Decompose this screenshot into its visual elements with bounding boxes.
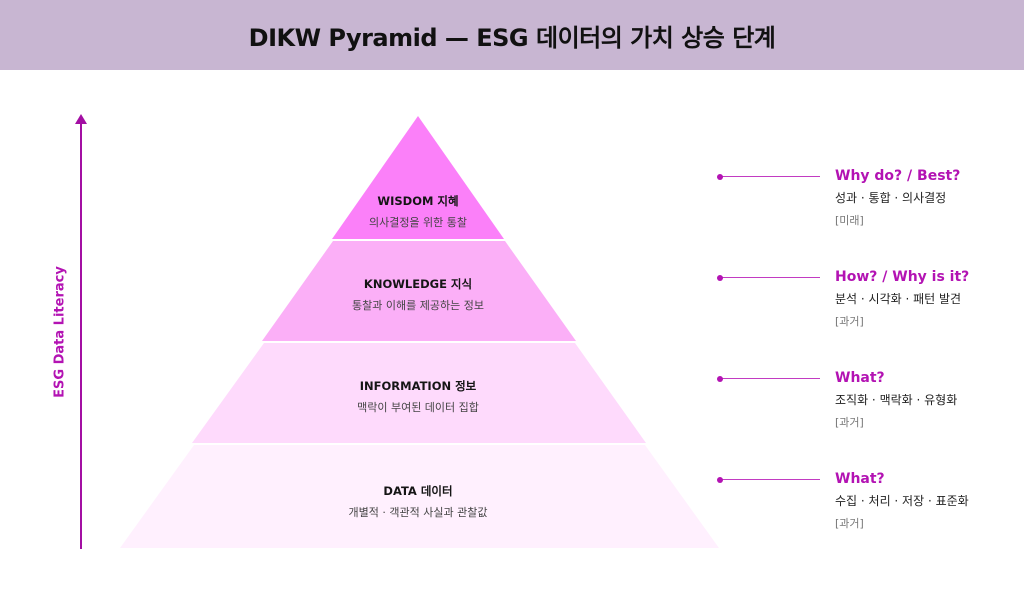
- layer-data-label: DATA 데이터 개별적 · 객관적 사실과 관찰값: [268, 483, 568, 520]
- annotation-items: 수집 · 처리 · 저장 · 표준화: [835, 494, 969, 508]
- connector-data: [717, 474, 820, 486]
- annotation-items: 성과 · 통합 · 의사결정: [835, 191, 947, 205]
- title-bar: DIKW Pyramid — ESG 데이터의 가치 상승 단계: [0, 0, 1024, 70]
- annotation-wisdom: Why do? / Best? 성과 · 통합 · 의사결정 [미래]: [835, 168, 1015, 228]
- layer-wisdom-title: WISDOM 지혜: [377, 194, 459, 208]
- connector-dot-icon: [717, 376, 723, 382]
- layer-data-subtitle: 개별적 · 객관적 사실과 관찰값: [348, 506, 488, 519]
- annotation-data: What? 수집 · 처리 · 저장 · 표준화 [과거]: [835, 471, 1015, 531]
- layer-wisdom-shape: [332, 116, 504, 239]
- connector-line: [720, 277, 820, 278]
- annotation-time: [과거]: [835, 517, 864, 530]
- annotation-question: How? / Why is it?: [835, 269, 970, 285]
- annotation-items: 조직화 · 맥락화 · 유형화: [835, 393, 958, 407]
- annotation-time: [과거]: [835, 416, 864, 429]
- connector-line: [720, 378, 820, 379]
- connector-wisdom: [717, 171, 820, 183]
- annotation-question: What?: [835, 370, 885, 386]
- layer-wisdom-subtitle: 의사결정을 위한 통찰: [368, 216, 468, 229]
- layer-knowledge-title: KNOWLEDGE 지식: [363, 277, 473, 291]
- connector-line: [720, 479, 820, 480]
- layer-data-title: DATA 데이터: [383, 484, 453, 498]
- layer-knowledge-label: KNOWLEDGE 지식 통찰과 이해를 제공하는 정보: [268, 276, 568, 313]
- connector-dot-icon: [717, 174, 723, 180]
- connector-knowledge: [717, 272, 820, 284]
- layer-information-label: INFORMATION 정보 맥락이 부여된 데이터 집합: [268, 378, 568, 415]
- axis-arrow-icon: [75, 114, 87, 124]
- connector-line: [720, 176, 820, 177]
- connector-dot-icon: [717, 477, 723, 483]
- layer-knowledge-subtitle: 통찰과 이해를 제공하는 정보: [352, 299, 484, 312]
- axis-line: [80, 122, 82, 549]
- annotation-time: [미래]: [835, 214, 864, 227]
- annotation-information: What? 조직화 · 맥락화 · 유형화 [과거]: [835, 370, 1015, 430]
- layer-data-shape: [120, 445, 719, 548]
- connector-information: [717, 373, 820, 385]
- page-title: DIKW Pyramid — ESG 데이터의 가치 상승 단계: [248, 23, 776, 52]
- annotation-items: 분석 · 시각화 · 패턴 발견: [835, 292, 962, 306]
- layer-information-shape: [192, 343, 646, 443]
- annotation-question: Why do? / Best?: [835, 168, 961, 184]
- layer-information-subtitle: 맥락이 부여된 데이터 집합: [357, 401, 479, 414]
- layer-wisdom-label: WISDOM 지혜 의사결정을 위한 통찰: [268, 193, 568, 230]
- connector-dot-icon: [717, 275, 723, 281]
- layer-knowledge-shape: [262, 241, 576, 341]
- annotation-knowledge: How? / Why is it? 분석 · 시각화 · 패턴 발견 [과거]: [835, 269, 1015, 329]
- annotation-question: What?: [835, 471, 885, 487]
- layer-information-title: INFORMATION 정보: [359, 379, 477, 393]
- annotation-time: [과거]: [835, 315, 864, 328]
